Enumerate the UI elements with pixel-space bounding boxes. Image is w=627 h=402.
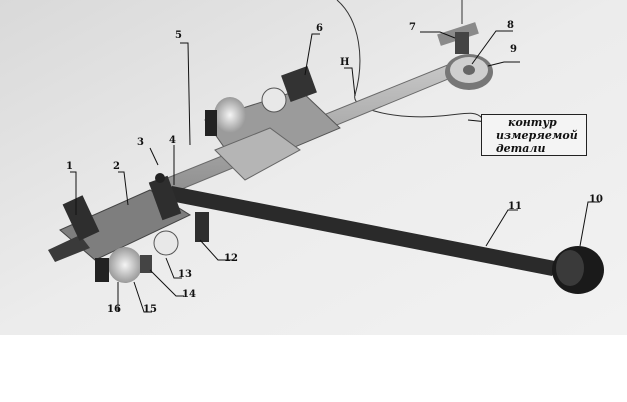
label-9: 9 xyxy=(510,44,517,55)
label-2: 2 xyxy=(113,161,120,172)
label-4: 4 xyxy=(169,135,176,146)
label-12: 12 xyxy=(224,253,238,264)
label-6: 6 xyxy=(316,23,323,34)
leader-lines xyxy=(70,30,600,313)
dial-upper xyxy=(261,87,287,113)
dial-lower xyxy=(153,230,179,256)
callout-line-3: детали xyxy=(496,142,546,155)
label-3: 3 xyxy=(137,137,144,148)
device-photo xyxy=(0,0,627,335)
label-H: Н xyxy=(340,57,350,68)
label-16: 16 xyxy=(107,304,121,315)
indicator-drum-upper xyxy=(214,97,246,133)
label-5: 5 xyxy=(175,30,182,41)
lever-arm-11 xyxy=(165,186,560,276)
indicator-drum-lower xyxy=(108,247,142,283)
photo-background xyxy=(0,0,627,335)
label-7: 7 xyxy=(409,22,416,33)
contour-callout: контур измеряемой детали xyxy=(481,114,587,156)
label-13: 13 xyxy=(178,269,192,280)
label-8: 8 xyxy=(507,20,514,31)
callout-line-2: измеряемой xyxy=(496,129,578,142)
callout-line-1: контур xyxy=(508,116,557,129)
label-1: 1 xyxy=(66,161,73,172)
label-10: 10 xyxy=(589,194,603,205)
label-14: 14 xyxy=(182,289,196,300)
label-11: 11 xyxy=(508,201,522,212)
label-15: 15 xyxy=(143,304,157,315)
